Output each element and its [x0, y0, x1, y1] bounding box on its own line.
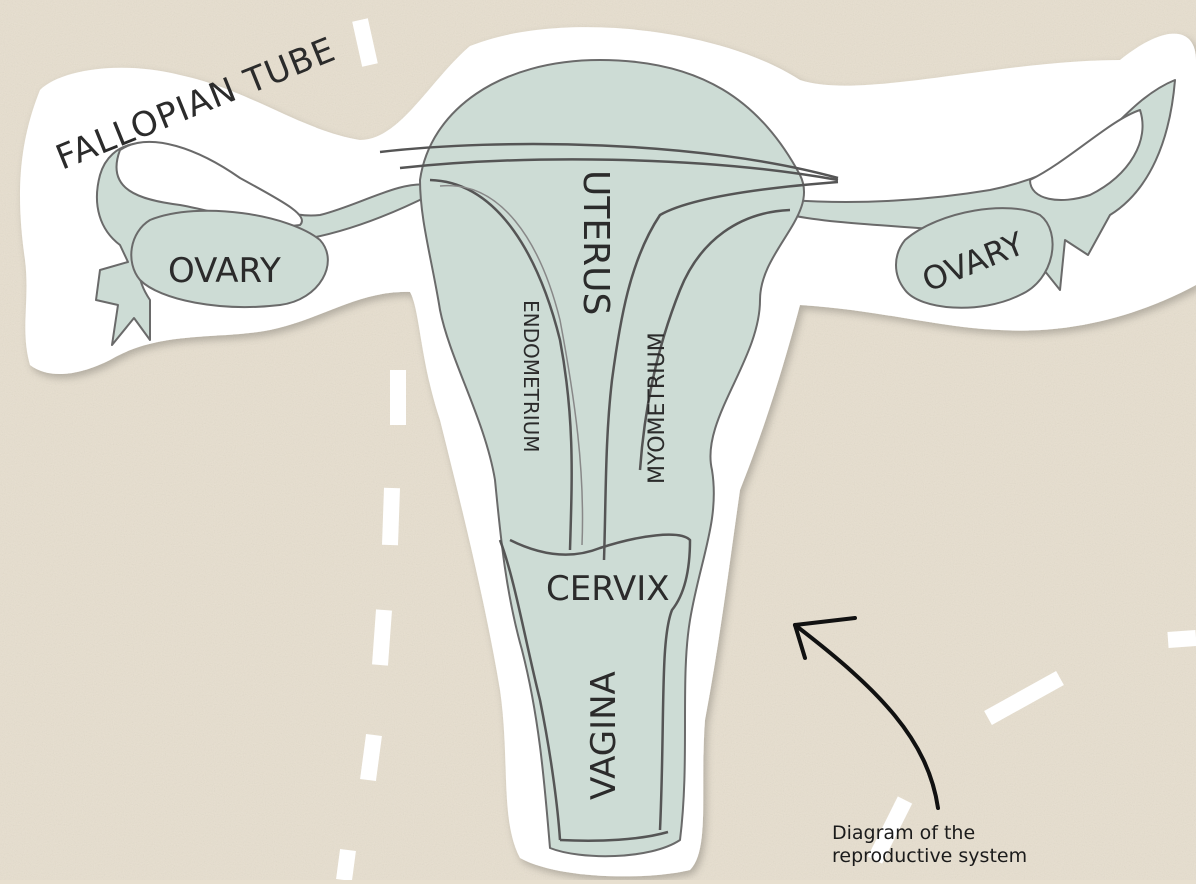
caption-line-2: reproductive system: [832, 845, 1072, 868]
label-uterus: UTERUS: [575, 170, 616, 315]
label-cervix: CERVIX: [546, 569, 670, 609]
label-vagina: VAGINA: [584, 671, 624, 800]
diagram-caption: Diagram of the reproductive system: [832, 822, 1072, 868]
label-endometrium: ENDOMETRIUM: [519, 300, 543, 453]
label-ovary-left: OVARY: [168, 251, 281, 291]
caption-line-1: Diagram of the: [832, 822, 1072, 845]
label-myometrium: MYOMETRIUM: [645, 332, 670, 484]
